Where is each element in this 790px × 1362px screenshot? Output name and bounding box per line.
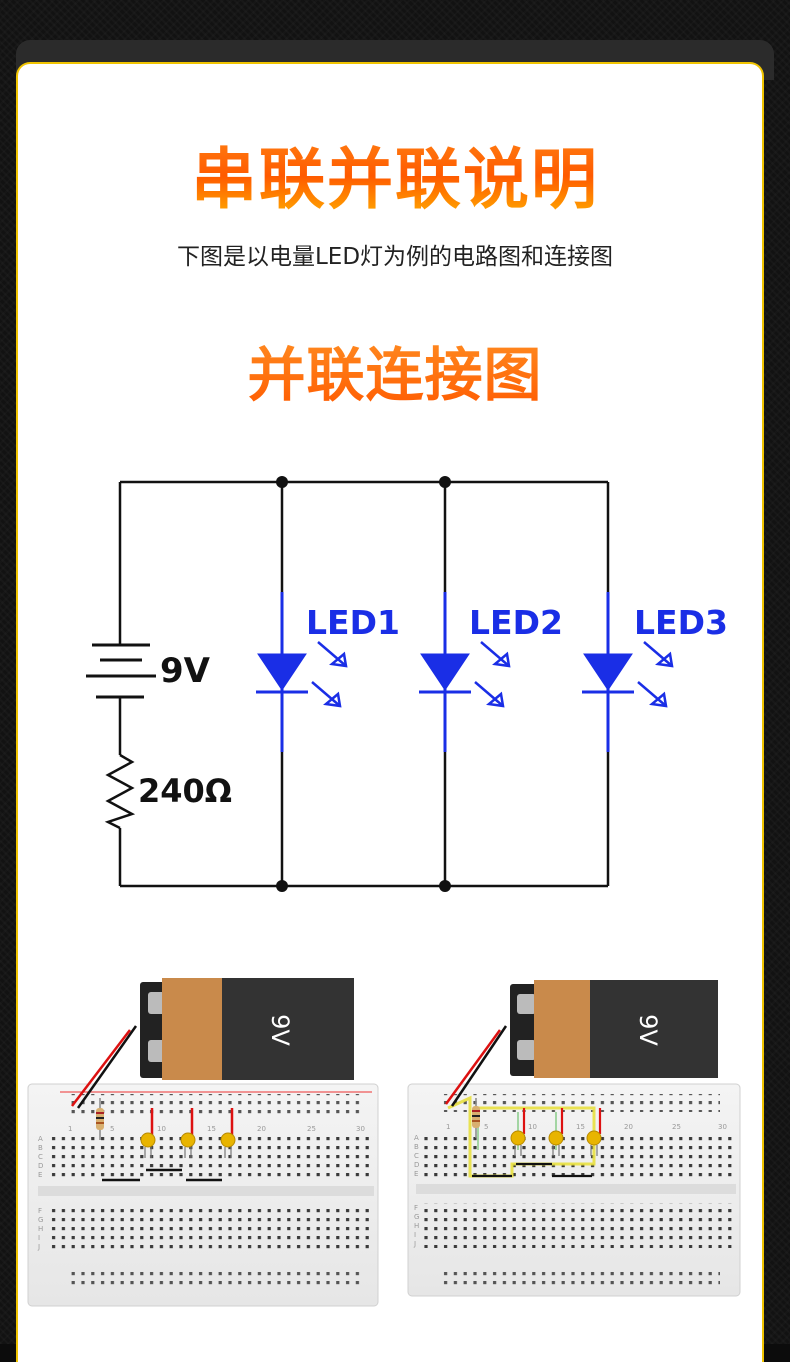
col-number: 15: [207, 1125, 216, 1133]
junction-dot: [276, 476, 288, 488]
col-number: 5: [110, 1125, 114, 1133]
row-letter: H: [414, 1222, 419, 1230]
battery-9v: 9V: [140, 978, 354, 1080]
led-component: [140, 1132, 236, 1148]
row-letter: C: [414, 1152, 419, 1160]
battery-9v: 9V: [510, 980, 718, 1078]
col-number: 10: [157, 1125, 166, 1133]
row-letter: F: [414, 1204, 418, 1212]
breadboard-left: 1 5 10 15 20 25 30 A B C D E F G H I J: [27, 978, 379, 1307]
breadboard-right: 1 5 10 15 20 25 30 A B C D E F G H I J: [407, 980, 741, 1297]
col-number: 25: [307, 1125, 316, 1133]
resistor: [96, 1098, 104, 1140]
page-subtitle: 下图是以电量LED灯为例的电路图和连接图: [176, 244, 614, 270]
battery-label: 9V: [634, 1014, 662, 1046]
row-letter: I: [414, 1231, 416, 1239]
col-number: 1: [446, 1123, 450, 1131]
led-label-2: LED2: [469, 603, 563, 642]
row-letter: J: [37, 1243, 40, 1251]
row-letter: E: [414, 1170, 418, 1178]
col-number: 15: [576, 1123, 585, 1131]
junction-dot: [439, 476, 451, 488]
resistor: [472, 1098, 480, 1138]
col-number: 25: [672, 1123, 681, 1131]
row-letter: B: [414, 1143, 419, 1151]
col-number: 30: [356, 1125, 365, 1133]
battery-symbol: [86, 643, 156, 699]
battery-label: 9V: [266, 1014, 294, 1046]
row-letter: D: [38, 1162, 43, 1170]
row-letter: G: [414, 1213, 419, 1221]
page-title: 串联并联说明: [0, 140, 790, 220]
resistor-value-label: 240Ω: [138, 772, 232, 810]
col-number: 1: [68, 1125, 72, 1133]
row-letter: D: [414, 1161, 419, 1169]
resistor-symbol: [104, 753, 136, 830]
col-number: 5: [484, 1123, 488, 1131]
led-symbol-1: [256, 592, 348, 752]
battery-voltage-label: 9V: [160, 651, 211, 691]
row-letter: A: [38, 1135, 43, 1143]
row-letter: H: [38, 1225, 43, 1233]
row-letter: C: [38, 1153, 43, 1161]
led-component: [510, 1130, 602, 1146]
row-letter: G: [38, 1216, 43, 1224]
junction-dot: [276, 880, 288, 892]
col-number: 20: [624, 1123, 633, 1131]
led-label-3: LED3: [634, 603, 728, 642]
led-label-1: LED1: [306, 603, 400, 642]
row-letter: A: [414, 1134, 419, 1142]
row-letter: I: [38, 1234, 40, 1242]
row-letter: B: [38, 1144, 43, 1152]
row-letter: E: [38, 1171, 42, 1179]
col-number: 10: [528, 1123, 537, 1131]
led-symbol-2: [419, 592, 511, 752]
section-title: 并联连接图: [0, 338, 790, 412]
junction-dot: [439, 880, 451, 892]
led-symbol-3: [582, 592, 674, 752]
col-number: 20: [257, 1125, 266, 1133]
col-number: 30: [718, 1123, 727, 1131]
row-letter: J: [413, 1240, 416, 1248]
row-letter: F: [38, 1207, 42, 1215]
